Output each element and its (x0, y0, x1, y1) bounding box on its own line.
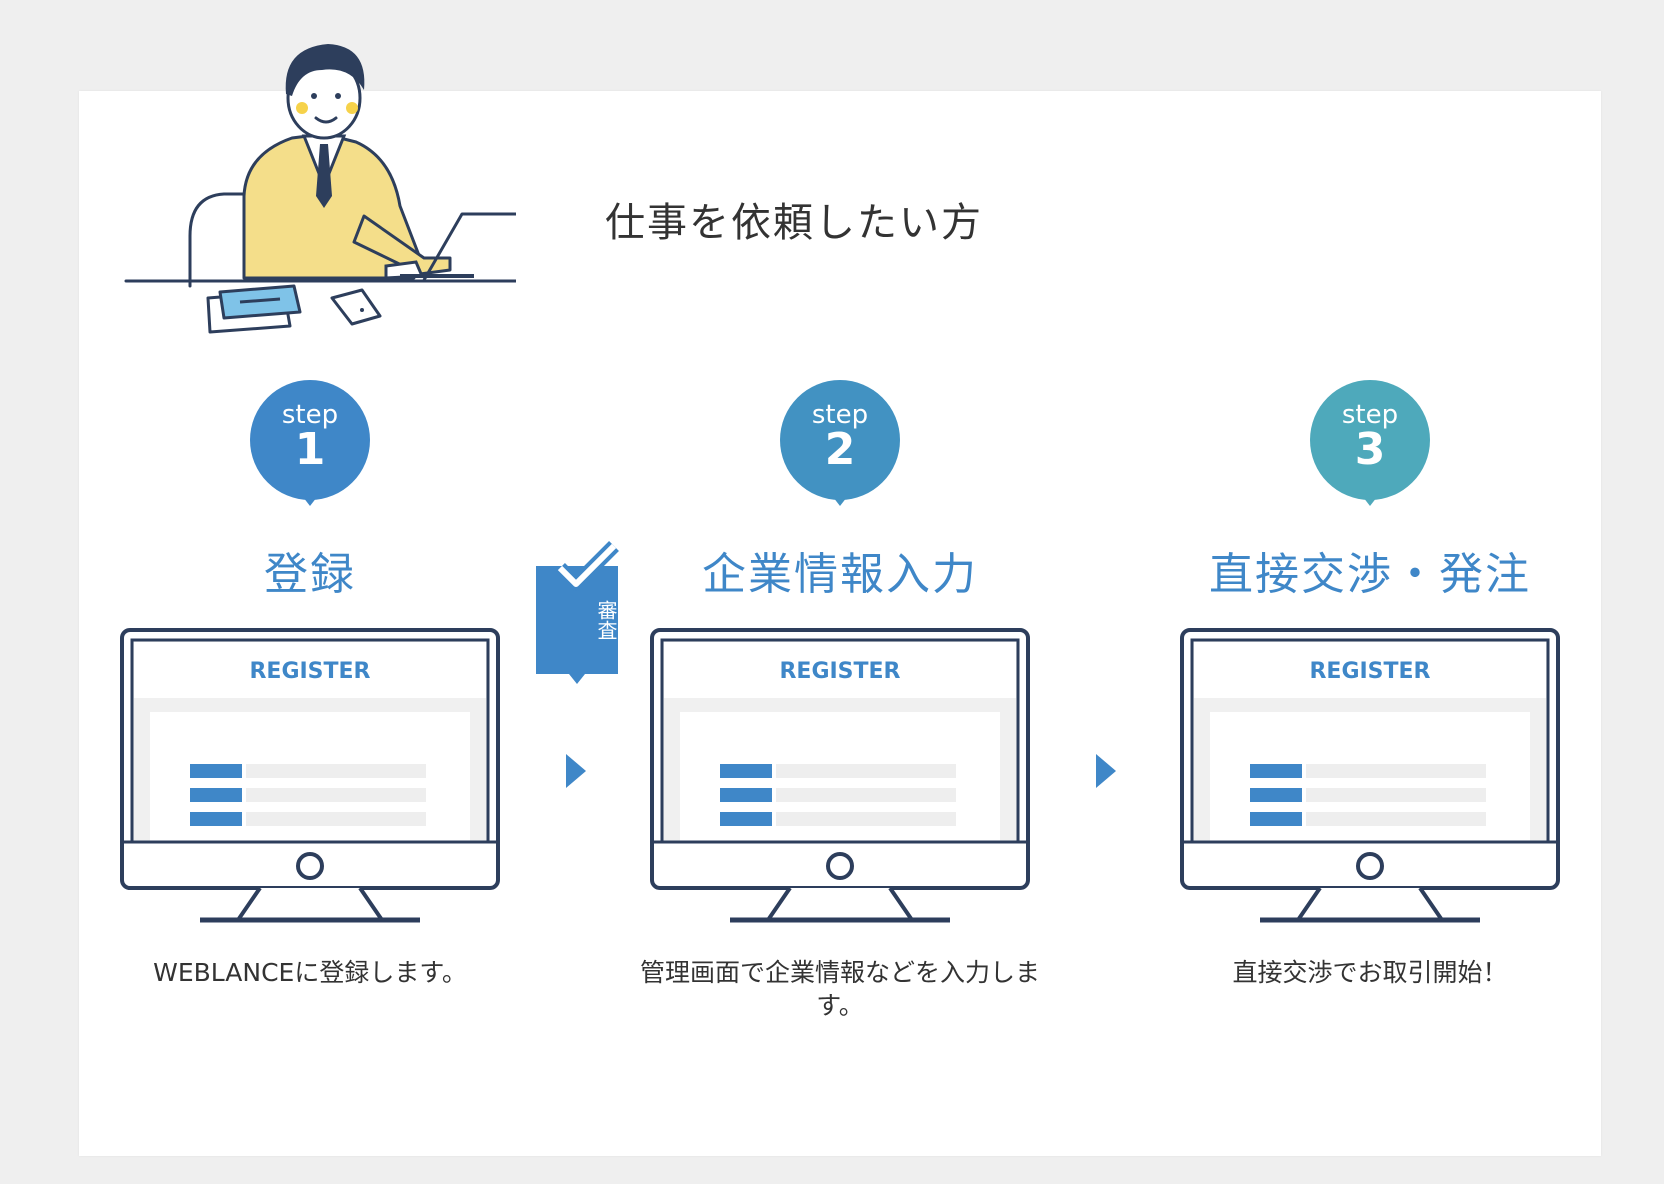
step-number: 1 (294, 424, 326, 475)
step-description: 管理画面で企業情報などを入力します。 (640, 958, 1041, 1020)
arrow-right-icon (1096, 754, 1116, 788)
step-description: 直接交渉でお取引開始！ (1232, 958, 1508, 987)
step-description: WEBLANCEに登録します。 (153, 958, 467, 987)
step-badge-circle (1310, 380, 1430, 500)
step-heading: 直接交渉・発注 (1209, 549, 1531, 600)
screen-title: REGISTER (779, 659, 900, 684)
step-number: 3 (1354, 424, 1386, 475)
screen-title: REGISTER (249, 659, 370, 684)
step-word: step (1341, 400, 1399, 430)
step-badge: step 3 (1310, 380, 1430, 516)
step-badge-circle (250, 380, 370, 500)
screen-title: REGISTER (1309, 659, 1430, 684)
review-label: 審査 (594, 600, 618, 640)
step-badge: step 2 (780, 380, 900, 516)
review-flag-tail (569, 674, 585, 684)
monitor-icon: REGISTER (120, 628, 500, 923)
step-heading: 企業情報入力 (702, 549, 978, 600)
monitor-icon: REGISTER (650, 628, 1030, 923)
monitor-icon: REGISTER (1180, 628, 1560, 923)
review-flag: 審査 (536, 538, 619, 686)
step-badge-tail (296, 488, 324, 506)
check-icon (555, 541, 619, 591)
page-title: 仕事を依頼したい方 (605, 200, 983, 246)
step-heading: 登録 (264, 549, 356, 600)
step-badge-tail (1356, 488, 1384, 506)
step-badge-circle (780, 380, 900, 500)
step-number: 2 (824, 424, 856, 475)
arrow-right-icon (566, 754, 586, 788)
step-word: step (281, 400, 339, 430)
step-word: step (811, 400, 869, 430)
step-badge-tail (826, 488, 854, 506)
businessman-illustration (124, 44, 516, 334)
step-badge: step 1 (250, 380, 370, 516)
